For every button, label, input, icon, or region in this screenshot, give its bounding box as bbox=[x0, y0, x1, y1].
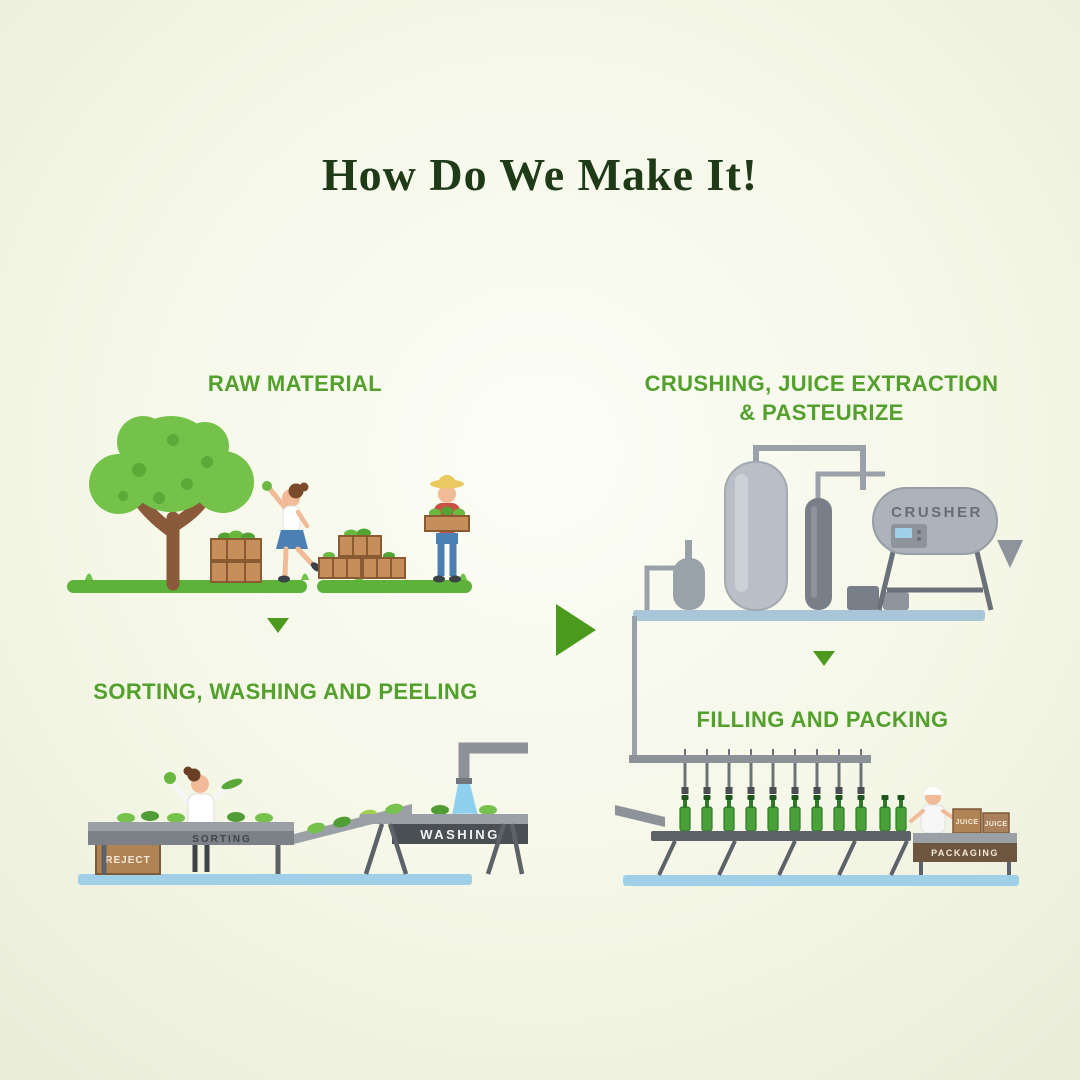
arrow-right-icon bbox=[556, 604, 596, 656]
tree-icon bbox=[89, 416, 254, 591]
sorting-sign: SORTING bbox=[192, 834, 252, 845]
reject-sign: REJECT bbox=[105, 855, 150, 866]
juice-box-icon: JUICE bbox=[982, 812, 1010, 834]
bottles bbox=[679, 794, 907, 832]
packaging-sign: PACKAGING bbox=[931, 848, 999, 858]
juice-box-icon: JUICE bbox=[952, 808, 982, 834]
grass bbox=[67, 573, 472, 593]
step-raw-material-heading: RAW MATERIAL bbox=[207, 371, 383, 396]
bottling-conveyor bbox=[651, 831, 911, 876]
filling-manifold bbox=[629, 747, 871, 796]
packing-worker-icon bbox=[909, 787, 957, 834]
packaging-station: PACKAGING bbox=[913, 833, 1017, 875]
washing-conveyor: WASHING bbox=[360, 805, 528, 875]
pumps bbox=[847, 586, 909, 610]
crusher-sign: CRUSHER bbox=[891, 504, 983, 521]
crusher-unit-icon: CRUSHER bbox=[872, 487, 1023, 611]
infeed-chute-icon bbox=[615, 805, 665, 827]
sorting-conveyor: SORTING bbox=[88, 811, 294, 874]
arrow-down-icon bbox=[267, 618, 289, 633]
sorting-washing-illustration: REJECT SORTING WASHING bbox=[78, 742, 528, 885]
arrow-down-icon bbox=[813, 651, 835, 666]
storage-tank-icon bbox=[724, 461, 788, 611]
washing-sign: WASHING bbox=[420, 827, 500, 842]
farmer-icon bbox=[424, 475, 470, 583]
machine-platform bbox=[633, 610, 985, 621]
floor-platform bbox=[78, 874, 472, 885]
crates-pyramid-icon bbox=[318, 528, 406, 579]
fruit-picker-icon bbox=[262, 481, 322, 583]
outlet-funnel-icon bbox=[997, 540, 1023, 568]
step-crushing-line2: & PASTEURIZE bbox=[739, 400, 904, 425]
reject-crate: REJECT bbox=[95, 843, 161, 875]
step-crushing-line1: CRUSHING, JUICE EXTRACTION bbox=[644, 371, 999, 396]
pipe-connector bbox=[632, 616, 637, 761]
filling-packing-illustration: JUICE JUICE PACKAGING bbox=[615, 747, 1019, 886]
juice-sign: JUICE bbox=[955, 819, 978, 826]
crushing-illustration: CRUSHER bbox=[633, 445, 1023, 621]
step-filling-heading: FILLING AND PACKING bbox=[696, 707, 949, 732]
holding-tank-icon bbox=[673, 540, 705, 610]
step-crushing-heading: CRUSHING, JUICE EXTRACTION & PASTEURIZE bbox=[618, 369, 1025, 427]
juice-sign: JUICE bbox=[984, 821, 1007, 828]
raw-material-illustration bbox=[67, 416, 472, 593]
step-sorting-heading: SORTING, WASHING AND PEELING bbox=[93, 679, 478, 704]
water-stream bbox=[452, 784, 478, 816]
crates-stack-icon bbox=[210, 530, 262, 583]
faucet-icon bbox=[456, 742, 528, 784]
pipes bbox=[644, 445, 885, 610]
page-title: How Do We Make It! bbox=[321, 149, 759, 200]
pasteurizer-column-icon bbox=[805, 498, 832, 610]
floor-platform bbox=[623, 875, 1019, 886]
